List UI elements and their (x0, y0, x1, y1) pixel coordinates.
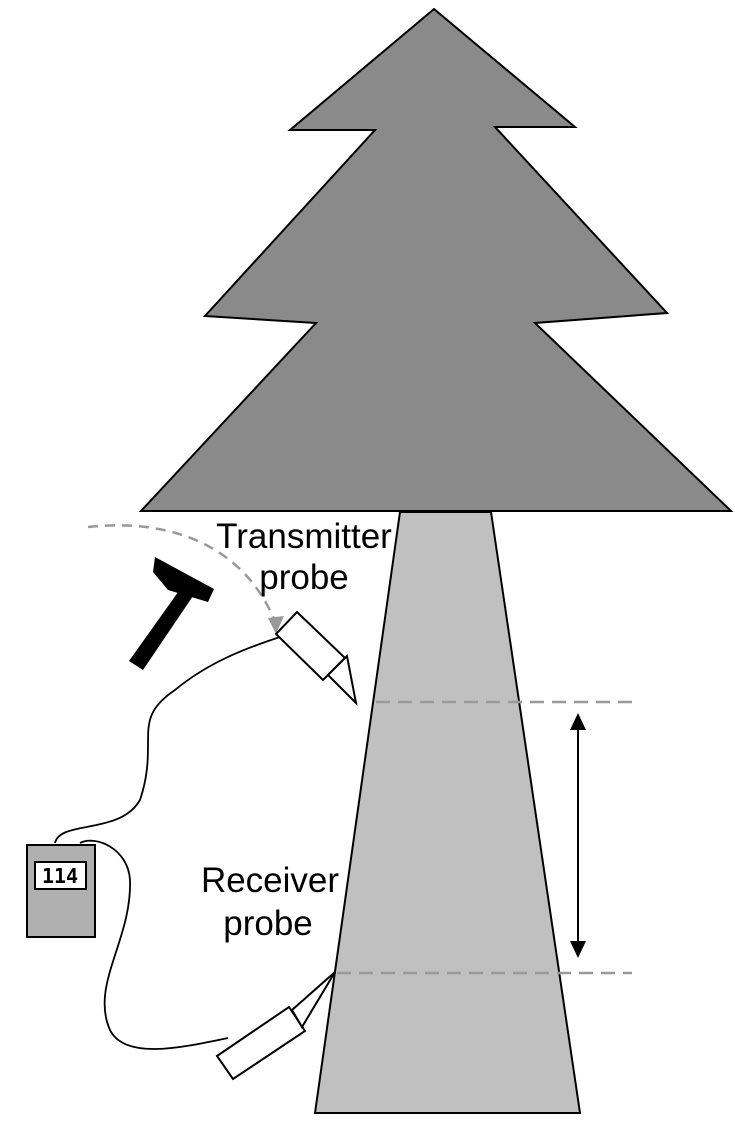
timer-meter-icon: 114 (26, 844, 96, 938)
receiver-label-line2: probe (223, 904, 313, 943)
receiver-cable (79, 839, 229, 1050)
transmitter-label-line2: probe (259, 558, 349, 597)
transmitter-label-line1: Transmitter (216, 517, 392, 556)
tree-foliage (138, 7, 734, 512)
tree-trunk (313, 511, 582, 1114)
swing-arc-arrowhead (268, 616, 284, 634)
transmitter-cable (54, 636, 281, 844)
hammer-icon (129, 557, 214, 670)
meter-display (34, 861, 87, 890)
receiver-probe (215, 971, 336, 1081)
transmitter-probe (274, 610, 358, 707)
meter-display-value: 114 (42, 864, 78, 888)
distance-arrow (570, 713, 586, 958)
receiver-label-line1: Receiver (201, 861, 339, 900)
